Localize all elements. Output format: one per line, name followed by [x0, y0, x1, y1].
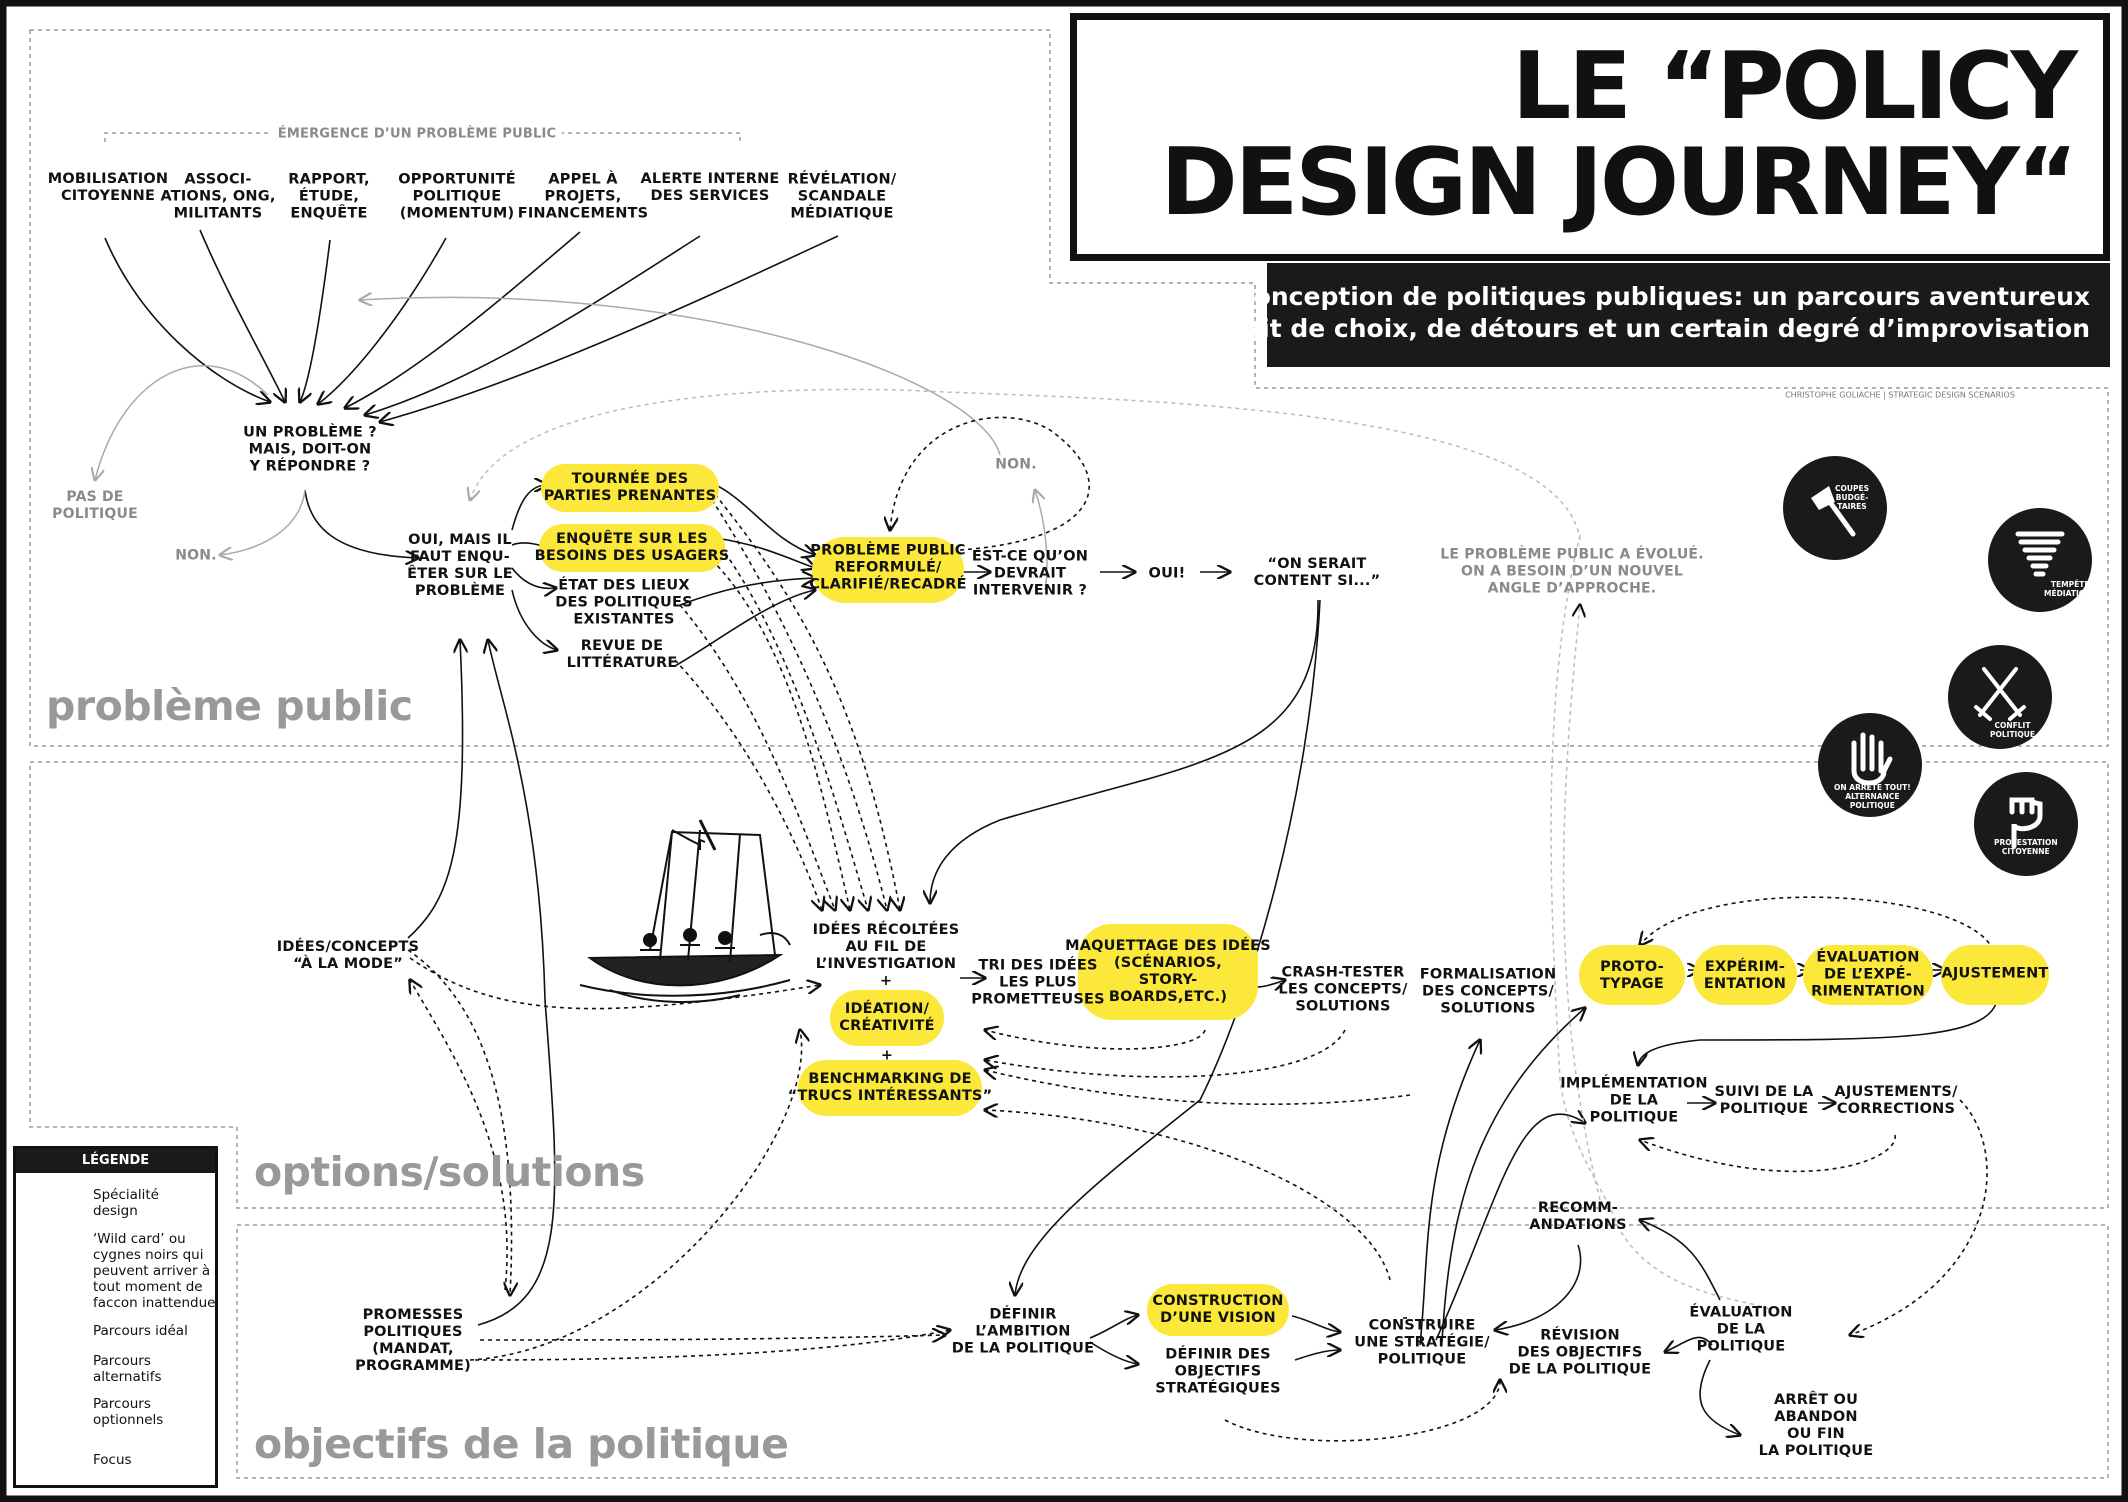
legend-item-focus: Focus	[93, 1452, 132, 1468]
wildcard-conflit-politique: CONFLIT POLITIQUE	[1948, 645, 2052, 749]
page-title: LE “POLICY DESIGN JOURNEY“	[1160, 32, 2078, 236]
wildcard-label: ON ARRÊTE TOUT! ALTERNANCE POLITIQUE	[1834, 783, 1911, 810]
source-alerte: ALERTE INTERNE DES SERVICES	[640, 171, 780, 204]
source-associations: ASSOCI- ATIONS, ONG, MILITANTS	[160, 171, 276, 222]
wildcard-tempete-mediatique: TEMPÊTE MÉDIATIQUE	[1988, 508, 2096, 612]
axe-icon	[1811, 486, 1856, 537]
node-idees-mode: IDÉES/CONCEPTS “À LA MODE”	[276, 939, 420, 972]
section-probleme-public: problème public	[46, 682, 413, 730]
node-ajustements-corrections: AJUSTEMENTS/ CORRECTIONS	[1834, 1084, 1958, 1117]
node-un-probleme: UN PROBLÈME ? MAIS, DOIT-ON Y RÉPONDRE ?	[243, 424, 377, 475]
highlight-ideation	[830, 990, 944, 1046]
node-revision: RÉVISION DES OBJECTIFS DE LA POLITIQUE	[1508, 1327, 1652, 1378]
node-ideation: IDÉATION/ CRÉATIVITÉ	[839, 1001, 935, 1034]
swords-icon	[1974, 667, 2026, 721]
wildcard-label: PROTESTATION CITOYENNE	[1994, 838, 2058, 856]
node-prototypage: PROTO- TYPAGE	[1600, 959, 1664, 992]
node-implementation: IMPLÉMENTATION DE LA POLITIQUE	[1560, 1075, 1708, 1126]
legend-title: LÉGENDE	[16, 1149, 215, 1173]
node-definir-objectifs: DÉFINIR DES OBJECTIFS STRATÉGIQUES	[1155, 1346, 1281, 1397]
fist-icon	[2009, 797, 2043, 849]
boat-illustration	[579, 819, 791, 1003]
node-on-serait: “ON SERAIT CONTENT SI...”	[1253, 556, 1381, 589]
legend-item-ideal: Parcours idéal	[93, 1323, 188, 1339]
optional-paths-grey	[470, 388, 1771, 1311]
highlight-benchmarking	[798, 1060, 982, 1116]
subtitle-box: La conception de politiques publiques: u…	[1197, 263, 2110, 367]
wildcard-label: CONFLIT POLITIQUE	[1990, 721, 2035, 739]
node-revue: REVUE DE LITTÉRATURE	[566, 638, 678, 671]
node-tournee: TOURNÉE DES PARTIES PRENANTES	[543, 471, 717, 504]
section-options-solutions: options/solutions	[254, 1148, 645, 1196]
node-recommandations: RECOMM- ANDATIONS	[1529, 1200, 1627, 1233]
alternative-paths	[95, 297, 1048, 591]
legend-item-wildcard: ‘Wild card’ ou cygnes noirs qui peuvent …	[93, 1231, 216, 1311]
source-opportunite: OPPORTUNITÉ POLITIQUE (MOMENTUM)	[398, 171, 516, 222]
node-probleme-evolue: LE PROBLÈME PUBLIC A ÉVOLUÉ. ON A BESOIN…	[1440, 546, 1704, 597]
source-revelation: RÉVÉLATION/ SCANDALE MÉDIATIQUE	[787, 171, 897, 222]
title-box: LE “POLICY DESIGN JOURNEY“	[1070, 13, 2110, 261]
legend-item-design: Spécialité design	[93, 1187, 159, 1219]
node-idees-recoltees: IDÉES RÉCOLTÉES AU FIL DE L’INVESTIGATIO…	[812, 922, 960, 989]
source-appel: APPEL À PROJETS, FINANCEMENTS	[517, 171, 649, 222]
node-enquete: ENQUÊTE SUR LES BESOINS DES USAGERS	[534, 531, 730, 564]
node-construction-vision: CONSTRUCTION D’UNE VISION	[1152, 1293, 1284, 1326]
highlight-ajustement	[1941, 945, 2049, 1005]
legend: LÉGENDE Spécialité design ‘Wild card’ ou…	[13, 1146, 218, 1488]
node-evaluation-exp: ÉVALUATION DE L’EXPÉ- RIMENTATION	[1811, 949, 1925, 1000]
wildcard-label: COUPES BUDGÉ- TAIRES	[1835, 484, 1869, 511]
node-formalisation: FORMALISATION DES CONCEPTS/ SOLUTIONS	[1419, 966, 1557, 1017]
node-arret: ARRÊT OU ABANDON OU FIN LA POLITIQUE	[1758, 1392, 1874, 1459]
wildcard-protestation-citoyenne: PROTESTATION CITOYENNE	[1974, 772, 2078, 876]
emergence-label: ÉMERGENCE D’UN PROBLÈME PUBLIC	[271, 125, 563, 143]
source-mobilisation: MOBILISATION CITOYENNE	[47, 171, 169, 204]
node-evaluation-politique: ÉVALUATION DE LA POLITIQUE	[1689, 1304, 1793, 1355]
highlight-prototypage	[1579, 945, 1685, 1005]
highlight-enquete	[539, 524, 725, 572]
legend-item-optionnels: Parcours optionnels	[93, 1396, 164, 1428]
node-non-1: NON.	[175, 547, 217, 564]
wildcard-coupes-budgetaires: COUPES BUDGÉ- TAIRES	[1783, 456, 1887, 560]
page-subtitle: La conception de politiques publiques: u…	[1197, 282, 2090, 343]
optional-paths	[407, 416, 1996, 1442]
stop-hand-icon	[1851, 732, 1893, 786]
highlight-construction-vision	[1147, 1284, 1289, 1336]
highlight-reformule	[812, 537, 964, 603]
wildcard-label: TEMPÊTE MÉDIATIQUE	[2044, 580, 2097, 598]
node-pas-de-politique: PAS DE POLITIQUE	[52, 489, 138, 522]
ideal-paths	[104, 229, 1999, 1435]
node-plus: +	[880, 1047, 894, 1064]
credit-line: CHRISTOPHE GOLIACHE | STRATEGIC DESIGN S…	[1785, 390, 2015, 400]
source-rapport: RAPPORT, ÉTUDE, ENQUÊTE	[288, 171, 370, 222]
focus-zones	[29, 29, 2109, 1479]
node-construire-strategie: CONSTRUIRE UNE STRATÉGIE/ POLITIQUE	[1354, 1317, 1490, 1368]
wildcard-alternance-politique: ON ARRÊTE TOUT! ALTERNANCE POLITIQUE	[1818, 713, 1922, 817]
node-ajustement: AJUSTEMENT	[1941, 965, 2049, 982]
node-maquettage: MAQUETTAGE DES IDÉES (SCÉNARIOS, STORY- …	[1065, 938, 1271, 1005]
highlight-experimentation	[1693, 945, 1797, 1005]
node-tri: TRI DES IDÉES LES PLUS PROMETTEUSES	[971, 957, 1105, 1008]
node-crash-tester: CRASH-TESTER LES CONCEPTS/ SOLUTIONS	[1278, 964, 1408, 1015]
node-etat-des-lieux: ÉTAT DES LIEUX DES POLITIQUES EXISTANTES	[555, 577, 693, 628]
node-promesses: PROMESSES POLITIQUES (MANDAT, PROGRAMME)	[355, 1307, 471, 1374]
node-definir-ambition: DÉFINIR L’AMBITION DE LA POLITIQUE	[951, 1306, 1095, 1357]
highlight-evaluation-exp	[1803, 945, 1933, 1005]
node-experimentation: EXPÉRIM- ENTATION	[1703, 959, 1787, 992]
node-benchmarking: BENCHMARKING DE “TRUCS INTÉRESSANTS”	[787, 1071, 993, 1104]
node-non-2: NON.	[995, 456, 1037, 473]
highlight-maquettage	[1078, 924, 1258, 1020]
legend-item-alternatifs: Parcours alternatifs	[93, 1353, 162, 1385]
node-probleme-reformule: PROBLÈME PUBLIC REFORMULÉ/ CLARIFIÉ/RECA…	[809, 542, 967, 593]
node-oui-mais: OUI, MAIS IL FAUT ENQU- ÊTER SUR LE PROB…	[407, 532, 513, 599]
node-est-ce: EST-CE QU’ON DEVRAIT INTERVENIR ?	[971, 548, 1089, 599]
node-oui: OUI!	[1148, 565, 1186, 582]
tornado-icon	[2015, 531, 2065, 577]
node-suivi: SUIVI DE LA POLITIQUE	[1714, 1084, 1814, 1117]
highlight-tournee	[541, 464, 719, 512]
section-objectifs: objectifs de la politique	[254, 1420, 789, 1468]
